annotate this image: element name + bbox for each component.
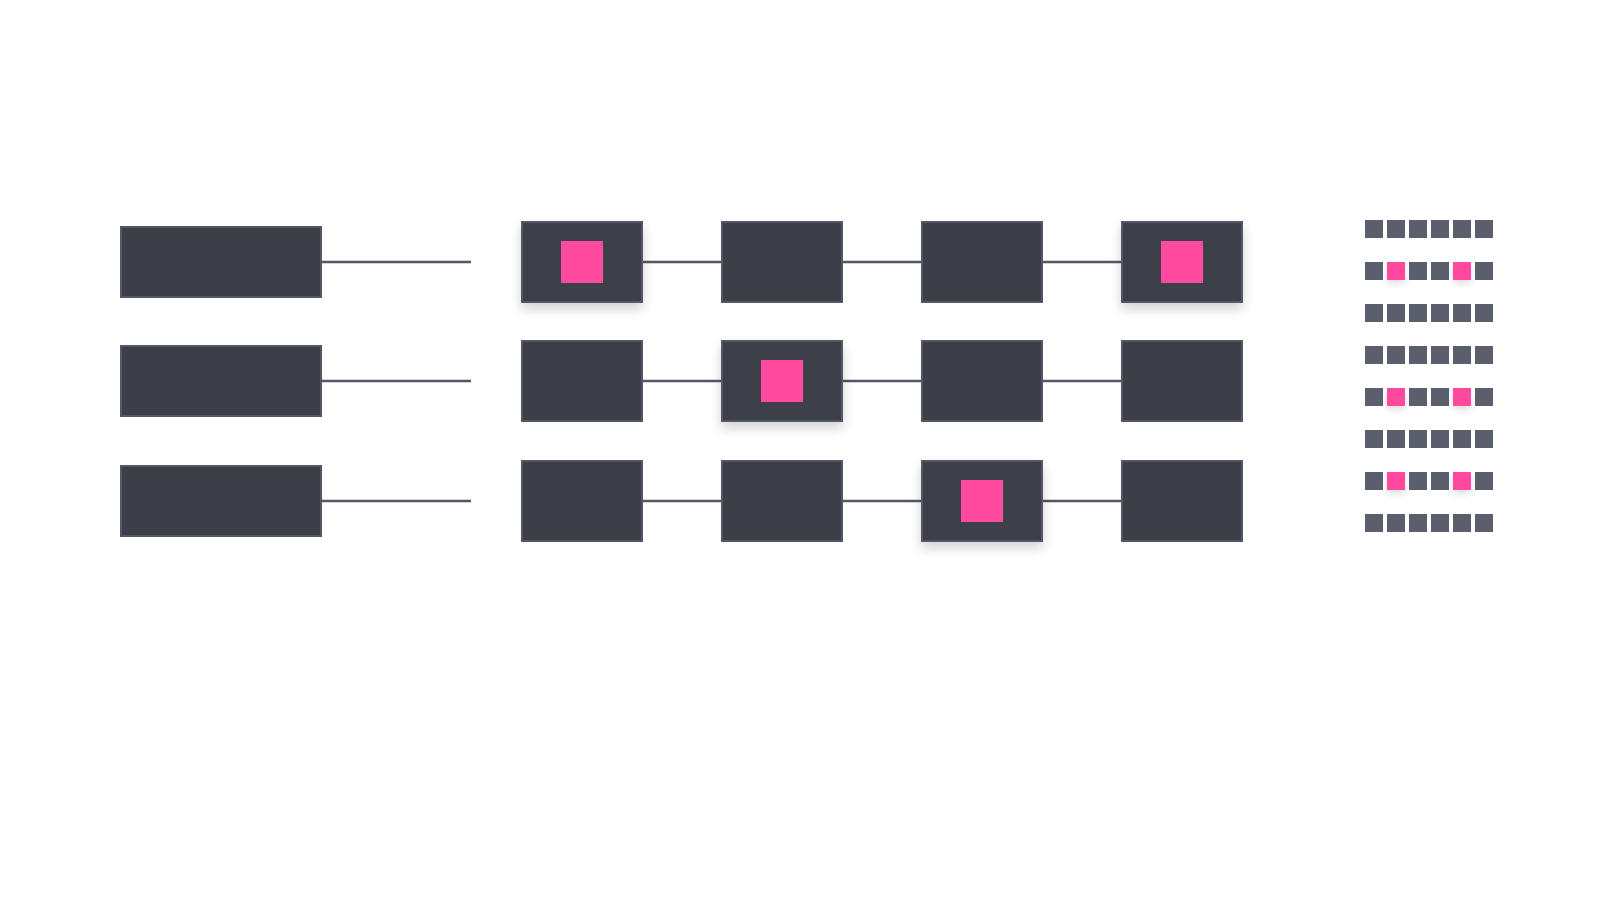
pipeline-slot xyxy=(921,340,1043,422)
pipeline-slot xyxy=(521,221,643,303)
matrix-cell xyxy=(1365,388,1383,406)
matrix-cell xyxy=(1365,346,1383,364)
matrix-cell xyxy=(1365,472,1383,490)
matrix-cell xyxy=(1475,262,1493,280)
matrix-cell xyxy=(1409,388,1427,406)
matrix-cell xyxy=(1365,304,1383,322)
matrix-cell xyxy=(1431,346,1449,364)
matrix-cell xyxy=(1453,220,1471,238)
slot-box xyxy=(921,340,1043,422)
pipeline-row-2 xyxy=(120,340,1243,422)
matrix-cell xyxy=(1453,430,1471,448)
slot-box xyxy=(721,460,843,542)
matrix-cell xyxy=(1475,472,1493,490)
matrix-cell xyxy=(1453,514,1471,532)
matrix-cell xyxy=(1475,514,1493,532)
matrix-cell xyxy=(1387,220,1405,238)
row-label-box xyxy=(120,345,322,417)
matrix-cell xyxy=(1409,262,1427,280)
matrix-cell xyxy=(1475,220,1493,238)
slot-box xyxy=(521,340,643,422)
matrix-cell xyxy=(1475,388,1493,406)
pipeline-slot xyxy=(1121,221,1243,303)
matrix-cell xyxy=(1431,388,1449,406)
pipeline-slot xyxy=(521,460,643,542)
matrix-cell xyxy=(1365,514,1383,532)
slot-marker xyxy=(561,241,603,283)
matrix-cell xyxy=(1409,430,1427,448)
matrix-cell-active xyxy=(1387,262,1405,280)
matrix-cell xyxy=(1409,472,1427,490)
matrix-cell xyxy=(1409,220,1427,238)
matrix-cell xyxy=(1453,304,1471,322)
pipeline-slot xyxy=(921,221,1043,303)
pipeline-slot xyxy=(721,460,843,542)
pipeline-slot xyxy=(521,340,643,422)
matrix-cell-active xyxy=(1387,472,1405,490)
matrix-cell xyxy=(1365,430,1383,448)
matrix-cell xyxy=(1475,346,1493,364)
matrix-cell xyxy=(1409,514,1427,532)
pipeline-slot xyxy=(1121,460,1243,542)
matrix-cell xyxy=(1365,220,1383,238)
slot-box xyxy=(721,221,843,303)
matrix-cell xyxy=(1431,262,1449,280)
matrix-cell-active xyxy=(1387,388,1405,406)
pipeline-rows xyxy=(120,221,1243,542)
matrix-cell xyxy=(1475,430,1493,448)
matrix-cell-active xyxy=(1453,472,1471,490)
slot-box xyxy=(1121,460,1243,542)
pipeline-row-1 xyxy=(120,221,1243,303)
matrix-cell xyxy=(1409,304,1427,322)
pipeline-slot xyxy=(721,340,843,422)
matrix-cell xyxy=(1431,220,1449,238)
row-label-box xyxy=(120,226,322,298)
pipeline-slot xyxy=(921,460,1043,542)
matrix-cell xyxy=(1387,304,1405,322)
matrix-cell xyxy=(1453,346,1471,364)
matrix-cell-active xyxy=(1453,388,1471,406)
pipeline-slot xyxy=(721,221,843,303)
slot-marker xyxy=(961,480,1003,522)
row-label-box xyxy=(120,465,322,537)
matrix-cell xyxy=(1431,472,1449,490)
matrix-cell-active xyxy=(1453,262,1471,280)
matrix-cell xyxy=(1387,346,1405,364)
slot-box xyxy=(921,221,1043,303)
matrix-cell xyxy=(1475,304,1493,322)
matrix-cell xyxy=(1409,346,1427,364)
matrix-cell xyxy=(1431,514,1449,532)
matrix-cell xyxy=(1387,514,1405,532)
matrix-cell xyxy=(1365,262,1383,280)
slot-box xyxy=(1121,340,1243,422)
matrix-cell xyxy=(1387,430,1405,448)
slot-box xyxy=(521,460,643,542)
pipeline-slot xyxy=(1121,340,1243,422)
slot-matrix xyxy=(1365,220,1493,532)
matrix-cell xyxy=(1431,430,1449,448)
matrix-cell xyxy=(1431,304,1449,322)
slot-marker xyxy=(761,360,803,402)
slot-marker xyxy=(1161,241,1203,283)
pipeline-row-3 xyxy=(120,460,1243,542)
